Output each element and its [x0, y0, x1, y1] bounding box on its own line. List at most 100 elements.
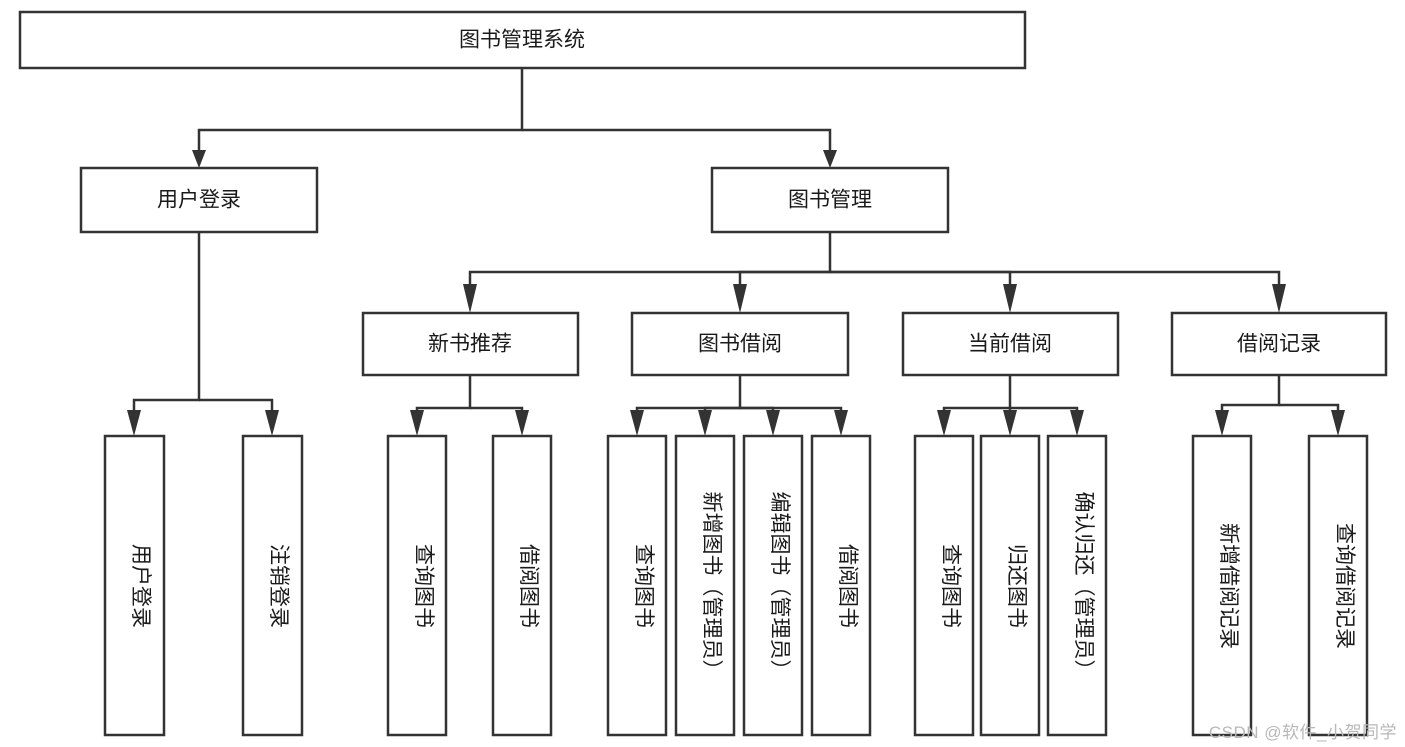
leaf-new-book-0-box[interactable]: [386, 434, 448, 737]
node-current-borrow-label: 当前借阅: [968, 333, 1052, 356]
node-book-borrow-label: 图书借阅: [698, 333, 782, 356]
leaf-book-borrow-1[interactable]: 新增图书（管理员）: [674, 434, 736, 737]
arrow-head-br-leaf-0: [1215, 410, 1229, 436]
arrow-head-cb-leaf-0: [937, 410, 951, 436]
node-user-login-box[interactable]: [79, 166, 319, 234]
connector-ul-leaf-1: [199, 398, 274, 412]
arrow-head-ul-leaf-1: [265, 410, 279, 436]
leaf-user-login-0-box[interactable]: [103, 434, 166, 737]
leaf-user-login-1[interactable]: 注销登录: [241, 434, 304, 737]
arrow-head-bb-leaf-2: [766, 410, 780, 436]
connector-group-new-book-leaves: [410, 375, 529, 436]
arrow-head-borrow-record: [1272, 284, 1286, 313]
connector-nb-leaf-1: [470, 406, 524, 412]
node-new-book-recommend-box[interactable]: [361, 311, 580, 377]
connector-group-root: [192, 68, 837, 168]
node-root[interactable]: 图书管理系统: [18, 10, 1027, 70]
arrow-head-bb-leaf-3: [834, 410, 848, 436]
arrow-head-bb-leaf-1: [698, 410, 712, 436]
leaf-user-login-1-box[interactable]: [241, 434, 304, 737]
leaf-book-borrow-1-box[interactable]: [674, 434, 736, 737]
node-borrow-record-box[interactable]: [1170, 311, 1388, 377]
connector-group-book-borrow-leaves: [630, 375, 848, 436]
leaf-new-book-0-label: 查询图书: [412, 544, 435, 628]
node-new-book-recommend-label: 新书推荐: [428, 333, 512, 356]
leaf-current-borrow-1-box[interactable]: [979, 434, 1041, 737]
node-user-login-label: 用户登录: [157, 189, 241, 212]
leaf-borrow-record-0[interactable]: 新增借阅记录: [1191, 434, 1253, 737]
leaf-book-borrow-1-label: 新增图书（管理员）: [700, 492, 723, 681]
connector-group-borrow-record-leaves: [1215, 375, 1345, 436]
leaf-new-book-1-label: 借阅图书: [517, 544, 540, 628]
leaf-borrow-record-1[interactable]: 查询借阅记录: [1307, 434, 1369, 737]
arrow-head-new-book: [463, 284, 477, 313]
leaf-book-borrow-0[interactable]: 查询图书: [606, 434, 668, 737]
node-current-borrow-box[interactable]: [901, 311, 1120, 377]
arrow-head-ul-leaf-0: [127, 410, 141, 436]
connector-bm-to-borrow-record: [830, 270, 1281, 286]
leaf-borrow-record-0-label: 新增借阅记录: [1217, 523, 1240, 649]
arrow-head-nb-leaf-1: [515, 410, 529, 436]
connector-ul-leaf-0: [132, 232, 201, 412]
connector-group-current-borrow-leaves: [937, 375, 1084, 436]
connector-bb-leaf-3: [740, 406, 843, 412]
connector-bm-to-new-book: [468, 232, 832, 286]
leaf-current-borrow-2-label: 确认归还（管理员）: [1072, 492, 1095, 681]
leaf-new-book-1-box[interactable]: [491, 434, 553, 737]
node-book-manage[interactable]: 图书管理: [710, 166, 950, 234]
leaf-book-borrow-3-label: 借阅图书: [836, 544, 859, 628]
arrow-head-book-manage: [823, 150, 837, 168]
node-book-borrow[interactable]: 图书借阅: [630, 311, 850, 377]
leaf-current-borrow-0-label: 查询图书: [939, 544, 962, 628]
arrow-head-user-login: [192, 150, 206, 168]
node-borrow-record-label: 借阅记录: [1237, 333, 1321, 356]
connector-group-user-login-leaves: [127, 232, 279, 436]
node-new-book-recommend[interactable]: 新书推荐: [361, 311, 580, 377]
arrow-head-book-borrow: [733, 284, 747, 313]
leaf-book-borrow-0-box[interactable]: [606, 434, 668, 737]
node-book-manage-box[interactable]: [710, 166, 950, 234]
connector-cb-leaf-2: [1010, 406, 1079, 412]
leaf-current-borrow-0[interactable]: 查询图书: [913, 434, 975, 737]
connector-root-to-book-manage: [522, 128, 832, 152]
connector-br-leaf-1: [1279, 403, 1340, 412]
leaf-user-login-0[interactable]: 用户登录: [103, 434, 166, 737]
arrow-head-br-leaf-1: [1331, 410, 1345, 436]
connector-bb-leaf-0: [635, 375, 742, 412]
leaf-borrow-record-1-label: 查询借阅记录: [1333, 523, 1356, 649]
leaf-current-borrow-0-box[interactable]: [913, 434, 975, 737]
connector-br-leaf-0: [1220, 375, 1281, 412]
leaf-current-borrow-1[interactable]: 归还图书: [979, 434, 1041, 737]
arrow-head-bb-leaf-0: [630, 410, 644, 436]
connector-nb-leaf-0: [415, 375, 472, 412]
node-borrow-record[interactable]: 借阅记录: [1170, 311, 1388, 377]
node-book-borrow-box[interactable]: [630, 311, 850, 377]
leaf-book-borrow-0-label: 查询图书: [632, 544, 655, 628]
leaf-user-login-1-label: 注销登录: [267, 544, 290, 628]
node-user-login[interactable]: 用户登录: [79, 166, 319, 234]
leaf-current-borrow-2-box[interactable]: [1046, 434, 1108, 737]
connector-bm-to-book-borrow: [738, 270, 830, 286]
node-book-manage-label: 图书管理: [788, 189, 872, 212]
connector-group-book-manage: [463, 232, 1286, 313]
leaf-new-book-0[interactable]: 查询图书: [386, 434, 448, 737]
node-current-borrow[interactable]: 当前借阅: [901, 311, 1120, 377]
arrow-head-current-borrow: [1003, 284, 1017, 313]
leaf-borrow-record-1-box[interactable]: [1307, 434, 1369, 737]
node-root-box[interactable]: [18, 10, 1027, 70]
arrow-head-cb-leaf-2: [1070, 410, 1084, 436]
leaf-book-borrow-2[interactable]: 编辑图书（管理员）: [742, 434, 804, 737]
leaf-current-borrow-2[interactable]: 确认归还（管理员）: [1046, 434, 1108, 737]
leaf-book-borrow-3-box[interactable]: [810, 434, 872, 737]
leaf-book-borrow-2-box[interactable]: [742, 434, 804, 737]
leaf-borrow-record-0-box[interactable]: [1191, 434, 1253, 737]
arrow-head-cb-leaf-1: [1003, 410, 1017, 436]
connector-root-to-user-login: [197, 68, 524, 152]
connector-cb-leaf-0: [942, 375, 1012, 412]
leaf-book-borrow-2-label: 编辑图书（管理员）: [768, 492, 791, 681]
leaf-book-borrow-3[interactable]: 借阅图书: [810, 434, 872, 737]
leaf-new-book-1[interactable]: 借阅图书: [491, 434, 553, 737]
arrow-head-nb-leaf-0: [410, 410, 424, 436]
